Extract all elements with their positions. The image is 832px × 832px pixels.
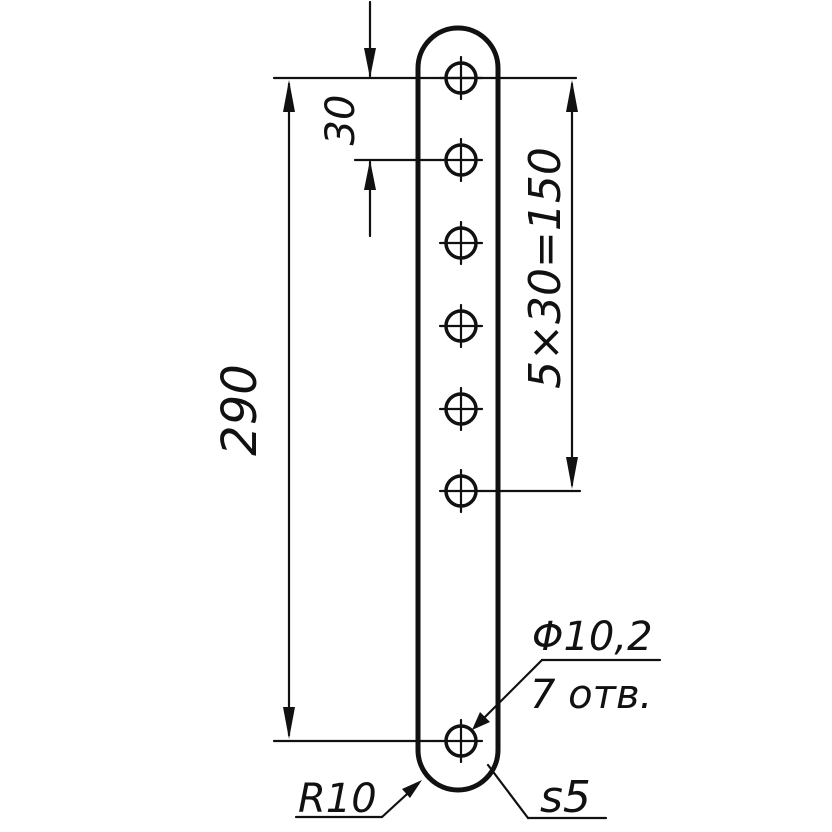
leader-thickness	[486, 763, 608, 820]
hole-pattern-label: 5×30=150	[520, 147, 571, 389]
hole-7	[438, 718, 484, 764]
strap-outline	[415, 25, 501, 793]
thickness-label: s5	[540, 772, 591, 823]
hole-4	[438, 303, 484, 349]
dimension-overall-length	[283, 80, 295, 739]
hole-5	[438, 386, 484, 432]
hole-diameter-label: Φ10,2	[532, 614, 653, 660]
dimension-hole-spacing	[364, 0, 376, 238]
dimension-hole-pattern	[566, 80, 578, 489]
hole-2	[438, 137, 484, 183]
extension-lines	[272, 76, 582, 743]
end-radius-label: R10	[298, 776, 377, 822]
hole-6	[438, 468, 484, 514]
hole-count-label: 7 отв.	[530, 672, 652, 718]
hole-spacing-label: 30	[318, 95, 364, 146]
leader-hole-diameter	[472, 658, 662, 730]
overall-length-label: 290	[212, 364, 268, 456]
hole-3	[438, 220, 484, 266]
leader-end-radius	[294, 780, 422, 819]
holes	[438, 55, 484, 764]
